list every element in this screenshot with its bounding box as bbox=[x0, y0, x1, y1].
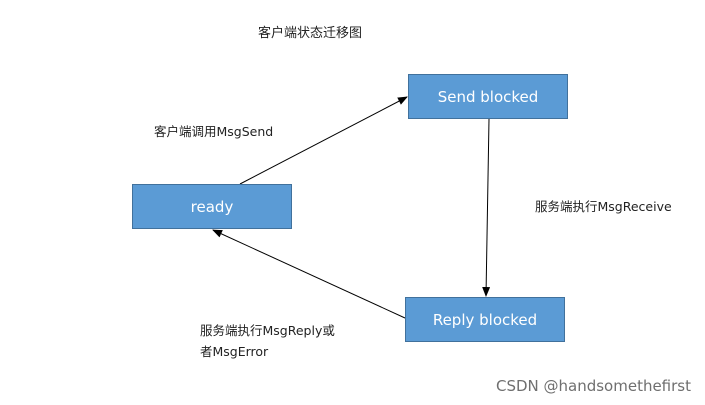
diagram-title: 客户端状态迁移图 bbox=[258, 26, 363, 41]
node-ready: ready bbox=[132, 184, 292, 229]
edge-send-to-reply bbox=[482, 118, 491, 297]
watermark: CSDN @handsomethefirst bbox=[495, 377, 691, 395]
node-send-blocked-label: Send blocked bbox=[437, 87, 539, 106]
edge-label-send-to-reply: 服务端执行MsgReceive bbox=[535, 199, 672, 214]
node-send-blocked: Send blocked bbox=[408, 74, 568, 119]
edge-reply-to-ready bbox=[212, 229, 406, 319]
edge-label-reply-to-ready-line1: 服务端执行MsgReply或 bbox=[200, 323, 335, 338]
node-reply-blocked-label: Reply blocked bbox=[432, 310, 538, 329]
node-reply-blocked: Reply blocked bbox=[405, 297, 565, 342]
edge-label-reply-to-ready-line2: 者MsgError bbox=[200, 344, 269, 359]
edge-ready-to-send bbox=[239, 96, 408, 185]
node-ready-label: ready bbox=[190, 197, 234, 216]
edge-label-ready-to-send: 客户端调用MsgSend bbox=[154, 124, 274, 139]
